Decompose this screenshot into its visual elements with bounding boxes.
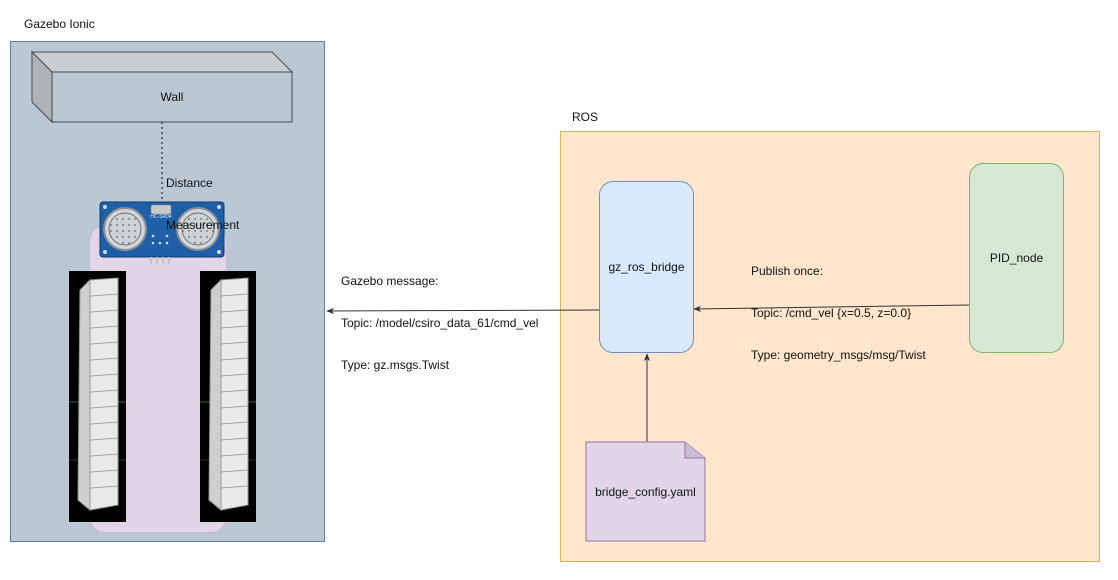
right-track: [200, 271, 256, 522]
ros-title: ROS: [572, 110, 599, 124]
publish-type: Type: geometry_msgs/msg/Twist: [751, 348, 926, 362]
publish-topic: Topic: /cmd_vel {x=0.5, z=0.0}: [751, 306, 912, 320]
distance-label-line1: Distance: [166, 176, 213, 190]
sensor-chip-label: HC-SR04: [150, 214, 172, 220]
pid-node[interactable]: PID_node: [969, 163, 1064, 353]
edge-bridge-to-gazebo: [326, 307, 601, 315]
bridge-config-note[interactable]: [585, 441, 706, 542]
ultrasonic-sensor: [99, 201, 225, 264]
distance-label-line2: Measurement: [166, 218, 240, 232]
publish-line1: Publish once:: [751, 264, 824, 278]
publish-label: Publish once: Topic: /cmd_vel {x=0.5, z=…: [751, 236, 926, 376]
distance-measurement-label: Distance Measurement: [166, 148, 239, 246]
edge-pid-to-bridge: [693, 304, 971, 313]
gazebo-message-line1: Gazebo message:: [341, 274, 439, 288]
gazebo-message-label: Gazebo message: Topic: /model/csiro_data…: [341, 246, 538, 386]
gazebo-title: Gazebo Ionic: [24, 17, 95, 31]
wall-label: Wall: [160, 90, 184, 104]
bridge-config-label: bridge_config.yaml: [595, 485, 696, 499]
left-track: [69, 271, 126, 522]
gazebo-message-topic: Topic: /model/csiro_data_61/cmd_vel: [341, 316, 539, 330]
wall-block[interactable]: [30, 50, 294, 124]
gazebo-message-type: Type: gz.msgs.Twist: [341, 358, 450, 372]
gz-ros-bridge-node[interactable]: gz_ros_bridge: [599, 181, 694, 353]
